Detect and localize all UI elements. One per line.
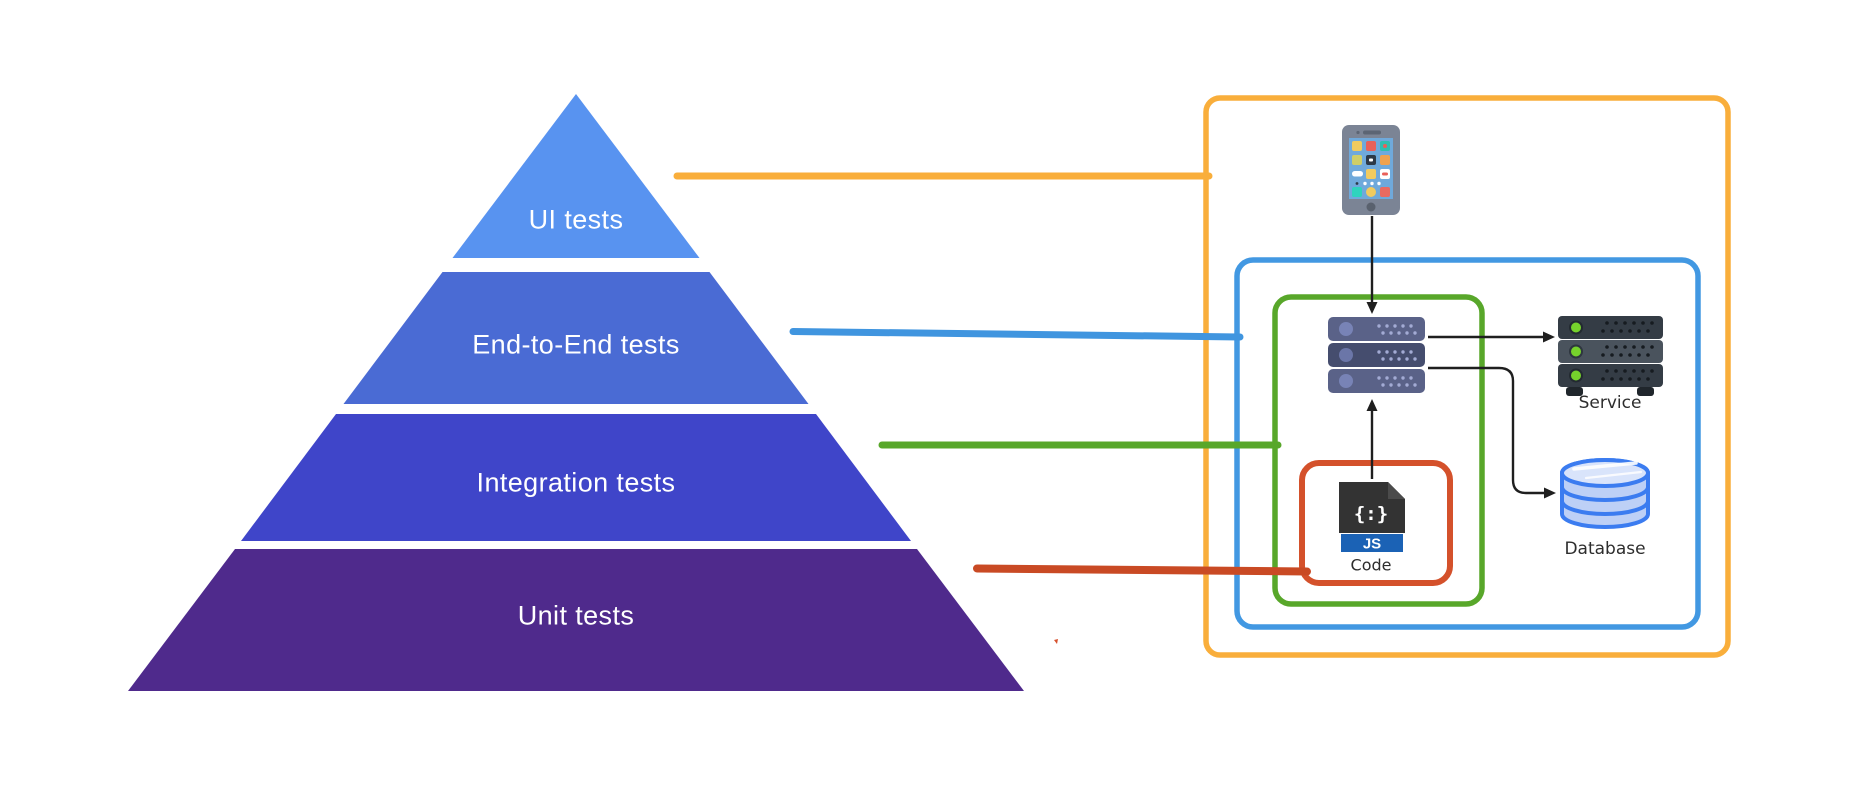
database-cylinder-icon bbox=[1560, 458, 1650, 529]
connector-unit-tests bbox=[973, 564, 1311, 576]
scope-box-integration-tests bbox=[1272, 294, 1485, 607]
pyramid-level-end-to-end-tests bbox=[343, 272, 809, 404]
smartphone-icon bbox=[1342, 125, 1400, 215]
code-glyph: {:} bbox=[1354, 503, 1388, 525]
arrow-server-to-database bbox=[1428, 366, 1556, 499]
pyramid-level-unit-tests bbox=[128, 549, 1024, 691]
app-server-stack-icon bbox=[1328, 317, 1425, 393]
pyramid-level-ui-tests bbox=[452, 94, 700, 258]
js-code-file-icon: {:} JS bbox=[1339, 482, 1405, 553]
stray-red-mark bbox=[1054, 639, 1058, 644]
pyramid-level-integration-tests bbox=[241, 414, 911, 541]
scope-box-ui-tests bbox=[1203, 95, 1731, 658]
connector-end-to-end-tests bbox=[789, 328, 1244, 341]
scope-box-unit-tests bbox=[1299, 460, 1453, 586]
js-badge: JS bbox=[1363, 536, 1381, 553]
service-rack-icon bbox=[1558, 316, 1663, 396]
